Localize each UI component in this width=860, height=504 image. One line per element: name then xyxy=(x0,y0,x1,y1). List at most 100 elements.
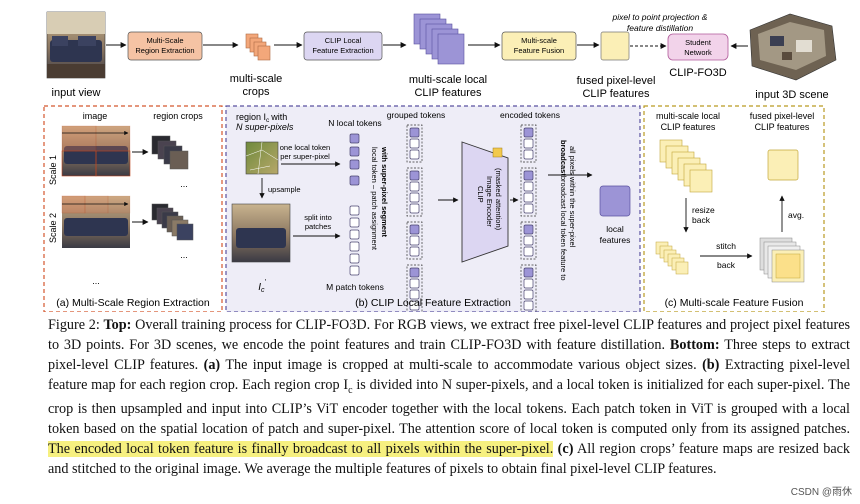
projection-note-line2: feature distillation xyxy=(627,23,693,33)
caption-b-sub: c xyxy=(348,384,353,396)
broadcast-line2: all pixels within the super-pixel xyxy=(568,146,577,248)
assignment-line2: with super-pixel segment xyxy=(380,146,389,238)
local-features-line2: features xyxy=(600,235,631,245)
scale-2-crops xyxy=(151,203,194,241)
feature-fusion-box-line2: Feature Fusion xyxy=(514,46,564,55)
clip-fo3d-label: CLIP-FO3D xyxy=(669,67,727,79)
region-extraction-box-line1: Multi-Scale xyxy=(146,36,183,45)
lock-icon xyxy=(492,147,503,158)
m-patch-tokens-label: M patch tokens xyxy=(326,282,384,292)
input-3d-label: input 3D scene xyxy=(755,89,828,101)
grouped-patch-token xyxy=(409,181,420,192)
stitch-line1: stitch xyxy=(716,241,736,251)
grouped-patch-token xyxy=(409,278,420,289)
local-features-label-line2: CLIP features xyxy=(414,87,482,99)
grouped-patch-token xyxy=(523,181,534,192)
grouped-local-token xyxy=(523,267,534,278)
panel-b-caption: (b) CLIP Local Feature Extraction xyxy=(355,297,511,309)
split-line2: patches xyxy=(305,222,332,231)
superpixels-label: N super-pixels xyxy=(236,122,294,132)
stitch-line2: back xyxy=(717,260,736,270)
figure-caption: Figure 2: Top: Overall training process … xyxy=(48,316,850,480)
grouped-patch-token xyxy=(523,149,534,160)
grouped-tokens-column xyxy=(406,124,423,314)
student-network-box xyxy=(667,33,729,61)
student-box-line2: Network xyxy=(684,48,712,57)
scale-1-ellipsis: ... xyxy=(180,179,188,189)
local-features-line1: local xyxy=(606,224,624,234)
panel-c-resized-stack xyxy=(655,241,689,275)
caption-top-text: Overall training process for CLIP-FO3D. … xyxy=(48,317,851,353)
grouped-patch-token xyxy=(523,138,534,149)
input-3d-scene-image xyxy=(749,13,837,81)
assignment-line1: local token – patch assignment xyxy=(370,147,379,251)
caption-bottom-label: Bottom: xyxy=(669,336,720,353)
multi-scale-local-features-stack xyxy=(413,13,465,65)
grouped-patch-token xyxy=(409,149,420,160)
clip-encoder-line1: CLIP xyxy=(476,186,485,203)
encoded-tokens-label: encoded tokens xyxy=(500,110,560,120)
panel-c-local-line2: CLIP features xyxy=(661,122,716,132)
scale-2-image xyxy=(61,195,131,248)
resize-line2: back xyxy=(692,215,711,225)
caption-bottom-text: Three steps to extract pixel-level CLIP … xyxy=(48,336,850,373)
local-token xyxy=(349,175,360,186)
caption-a-text: The input image is cropped at multi-scal… xyxy=(225,356,697,373)
panel-c-fused-line1: fused pixel-level xyxy=(750,111,815,121)
patch-token xyxy=(349,217,360,228)
resize-line1: resize xyxy=(692,205,715,215)
token-group-box xyxy=(406,221,423,260)
grouped-patch-token xyxy=(409,300,420,311)
crops-label-line2: crops xyxy=(243,86,270,98)
fused-feature-square xyxy=(600,31,630,61)
region-extraction-box-line2: Region Extraction xyxy=(135,46,194,55)
feature-fusion-box xyxy=(501,31,577,61)
token-group-box xyxy=(520,221,537,260)
patch-token xyxy=(349,205,360,216)
grouped-local-token xyxy=(523,170,534,181)
scale-2-ellipsis: ... xyxy=(180,250,188,260)
grouped-local-token xyxy=(523,224,534,235)
patch-tokens-column xyxy=(349,205,360,276)
scale-1-label: Scale 1 xyxy=(48,155,58,185)
grouped-local-token xyxy=(409,127,420,138)
fused-features-label-line1: fused pixel-level xyxy=(577,75,656,87)
grouped-patch-token xyxy=(409,138,420,149)
grouped-local-token xyxy=(409,224,420,235)
caption-b-label: (b) xyxy=(702,356,720,373)
grouped-patch-token xyxy=(409,203,420,214)
input-view-label: input view xyxy=(52,87,101,99)
grouped-patch-token xyxy=(523,246,534,257)
caption-c-label: (c) xyxy=(557,441,574,458)
grouped-patch-token xyxy=(409,246,420,257)
n-local-tokens-label: N local tokens xyxy=(328,118,381,128)
grouped-patch-token xyxy=(523,289,534,300)
grouped-patch-token xyxy=(409,192,420,203)
patch-token xyxy=(349,253,360,264)
panel-c-local-stack xyxy=(659,139,713,193)
grouped-patch-token xyxy=(409,235,420,246)
clip-encoder-line2: Image Encoder xyxy=(485,176,494,227)
panel-c-caption: (c) Multi-scale Feature Fusion xyxy=(665,297,804,309)
grouped-local-token xyxy=(409,267,420,278)
patch-token xyxy=(349,241,360,252)
multi-scale-crops-stack xyxy=(245,33,271,61)
clip-image-encoder: CLIP Image Encoder (masked attention) xyxy=(461,141,509,263)
caption-top-label: Top: xyxy=(103,317,132,333)
clip-encoder-line3: (masked attention) xyxy=(494,168,503,231)
caption-b-text2: is divided into N super-pixels, and a lo… xyxy=(48,376,850,438)
grouped-patch-token xyxy=(523,192,534,203)
panel-c-fused-line2: CLIP features xyxy=(755,122,810,132)
upsample-label: upsample xyxy=(268,185,301,194)
grouped-patch-token xyxy=(523,235,534,246)
projection-note-line1: pixel to point projection & xyxy=(612,12,708,22)
local-tokens-column xyxy=(349,133,360,186)
panel-c-local-line1: multi-scale local xyxy=(656,111,720,121)
grouped-patch-token xyxy=(523,203,534,214)
grouped-patch-token xyxy=(523,278,534,289)
local-features-label-line1: multi-scale local xyxy=(409,74,487,86)
ic-prime-label: Ic′ xyxy=(258,279,266,294)
more-scales-ellipsis: ... xyxy=(92,276,100,286)
